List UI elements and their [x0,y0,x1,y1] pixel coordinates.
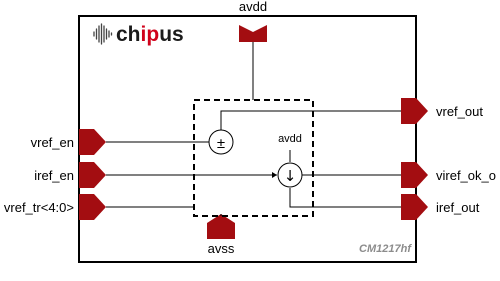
pin-vref-out [401,98,428,124]
pin-label-iref-en: iref_en [34,168,74,183]
pin-label-avss-bottom: avss [208,241,235,256]
logo-wave-icon [93,23,113,45]
logo-text-us: us [159,23,184,46]
pin-label-vref-tr: vref_tr<4:0> [4,200,74,215]
pin-label-vref-en: vref_en [31,135,74,150]
pin-label-viref-ok-o: viref_ok_o [436,168,496,183]
internal-avdd-label: avdd [278,133,302,145]
svg-text:chipus: chipus [116,23,184,46]
logo-text-ch: ch [116,23,141,46]
current-source-symbol: ↓ [284,167,297,185]
pin-vref-tr [79,194,106,220]
pin-label-vref-out: vref_out [436,104,483,119]
voltage-source-symbol: ± [217,135,225,152]
pin-viref-ok-o [401,162,428,188]
chip-outline [78,15,417,263]
current-source [277,162,303,188]
pin-label-iref-out: iref_out [436,200,480,215]
pin-iref-out [401,194,428,220]
pin-label-avdd-top: avdd [239,0,267,14]
arrow-iref-en [272,172,277,178]
voltage-source [208,129,234,155]
pin-avss-bottom [207,214,235,239]
pin-avdd-top [239,25,267,42]
logo-text-ip: ip [141,23,160,46]
pin-iref-en [79,162,106,188]
chipus-logo: chipus [93,23,184,46]
wires [106,42,401,216]
dashed-core-block [193,99,314,217]
part-number: CM1217hf [359,243,412,255]
pin-vref-en [79,129,106,155]
